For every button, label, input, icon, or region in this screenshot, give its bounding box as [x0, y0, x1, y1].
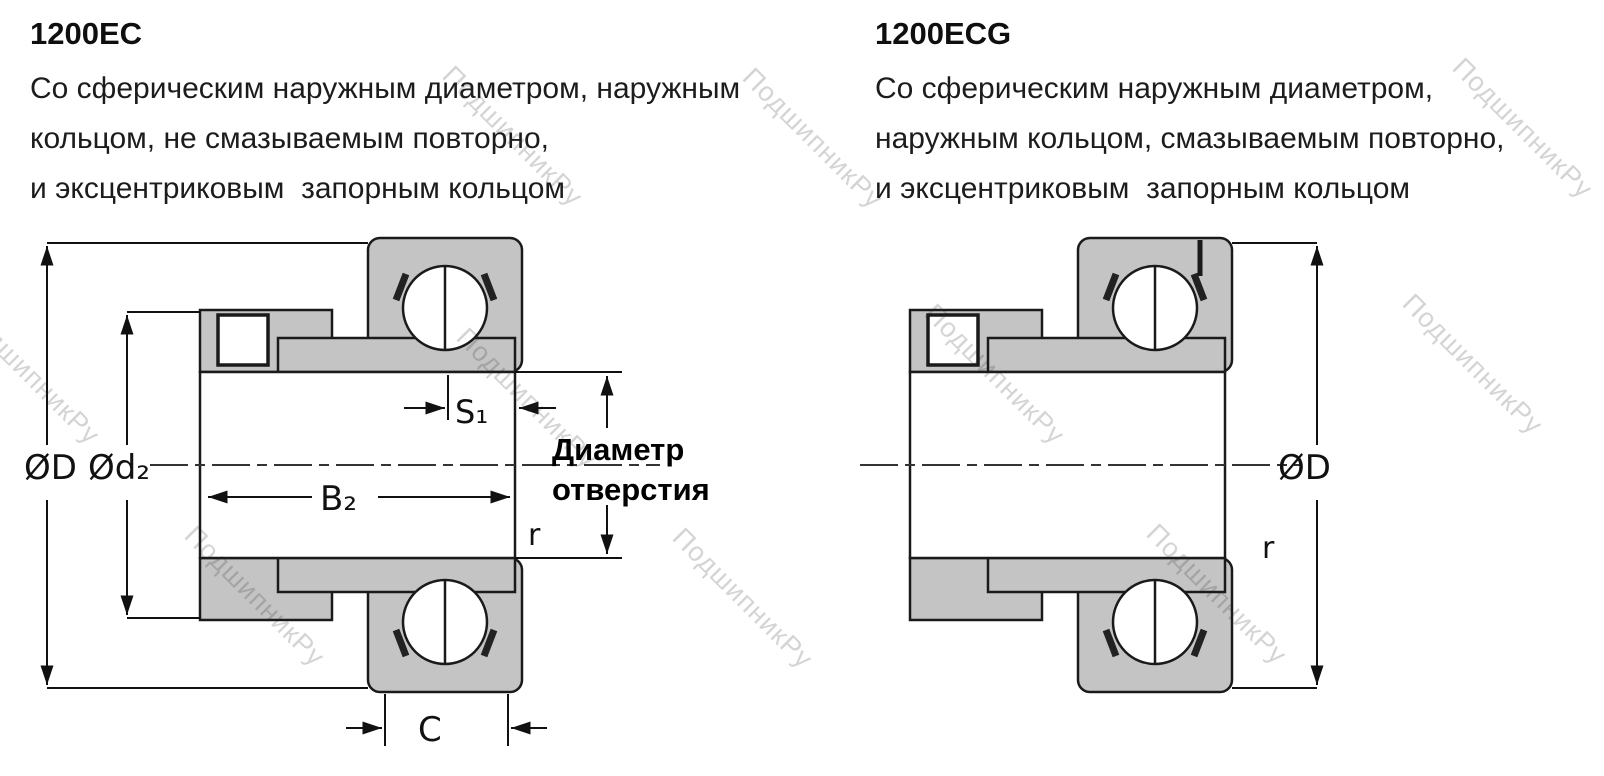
left-bearing-drawing	[150, 236, 660, 694]
right-title: 1200ECG	[875, 16, 1012, 51]
label-c: C	[418, 710, 442, 750]
label-fillet-r: r	[1262, 531, 1275, 566]
right-bearing-drawing	[860, 236, 1300, 694]
right-description-line: Со сферическим наружным диаметром,	[875, 72, 1434, 105]
collar-recess	[216, 313, 270, 367]
left-description-line: Со сферическим наружным диаметром, наруж…	[30, 72, 741, 105]
inner-ring-bottom	[986, 556, 1227, 594]
bore-diameter-caption: Диаметр отверстия	[552, 432, 710, 507]
collar-recess	[926, 313, 980, 367]
right-dimension-labels: ØD r	[1262, 448, 1331, 566]
left-description: Со сферическим наружным диаметром, наруж…	[30, 64, 740, 214]
bore-caption-line2: отверстия	[552, 472, 710, 507]
left-title: 1200EC	[30, 16, 143, 51]
right-dimension-lines	[1232, 242, 1324, 689]
left-description-line: и эксцентриковым запорным кольцом	[30, 172, 566, 205]
seals	[1102, 272, 1208, 658]
inner-ring-top	[986, 336, 1227, 374]
left-description-line: кольцом, не смазываемым повторно,	[30, 122, 550, 155]
label-inner-diameter-d2: Ød₂	[88, 448, 150, 488]
inner-ring-top	[276, 336, 517, 374]
seals	[392, 272, 498, 658]
bore-caption-line1: Диаметр	[552, 432, 684, 467]
label-b2: B₂	[320, 479, 357, 519]
label-fillet-r: r	[528, 518, 541, 553]
label-s1: S₁	[455, 393, 488, 431]
right-description-line: наружным кольцом, смазываемым повторно,	[875, 122, 1505, 155]
left-header: 1200EC Со сферическим наружным диаметром…	[30, 16, 740, 214]
label-outer-diameter: ØD	[24, 448, 77, 488]
label-outer-diameter: ØD	[1278, 448, 1331, 488]
right-description: Со сферическим наружным диаметром, наруж…	[875, 64, 1505, 214]
right-description-line: и эксцентриковым запорным кольцом	[875, 172, 1411, 205]
left-dimension-lines	[40, 242, 622, 746]
right-header: 1200ECG Со сферическим наружным диаметро…	[875, 16, 1505, 214]
left-dimension-labels: ØD Ød₂ S₁ B₂ r C	[24, 393, 541, 750]
inner-ring-bottom	[276, 556, 517, 594]
